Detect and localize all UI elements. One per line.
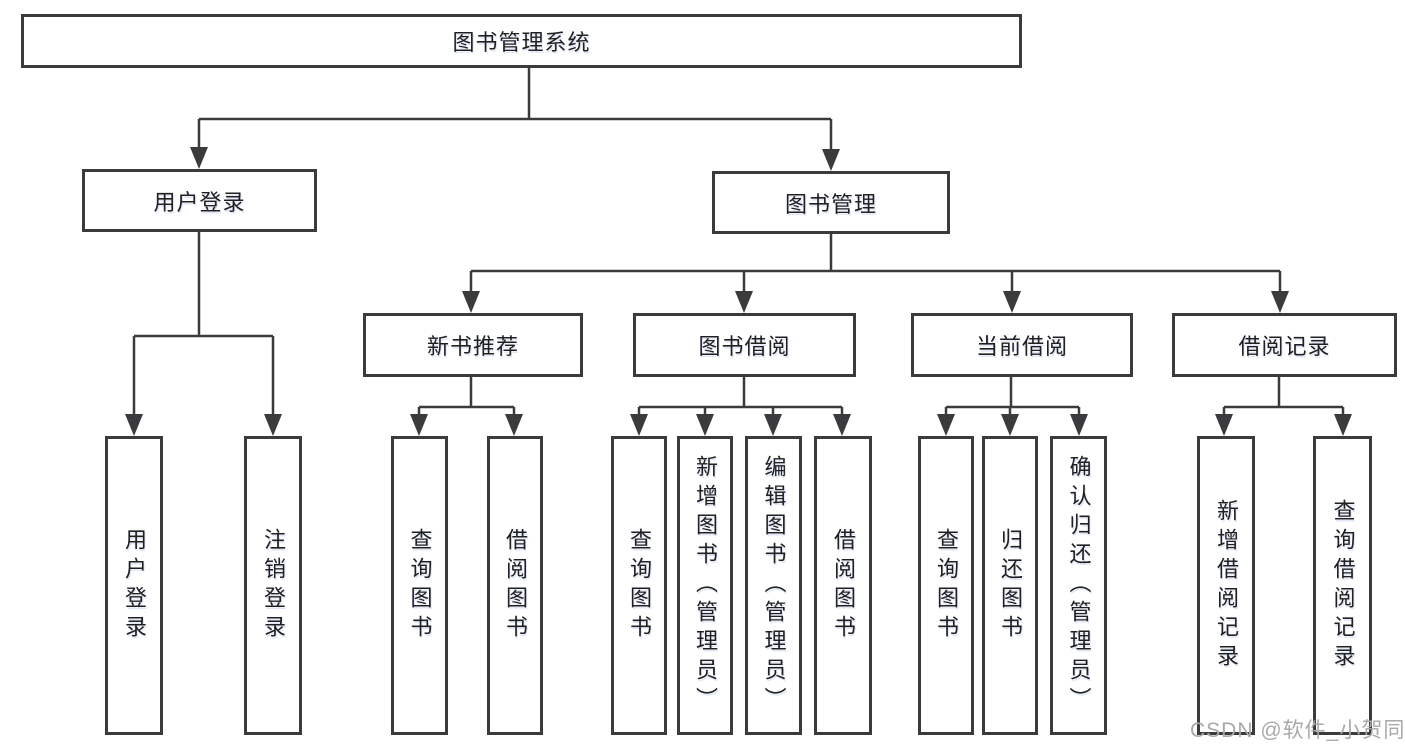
arrowhead	[833, 414, 851, 436]
csdn-watermark: CSDN @软件_小贺同学	[1190, 719, 1405, 742]
arrowhead	[630, 414, 648, 436]
leaf-label: 编辑图书（管理员）	[761, 455, 787, 716]
leaf-borrow-books: 借阅图书	[487, 436, 543, 735]
leaf-query-books: 查询图书	[611, 436, 667, 735]
arrowhead	[1001, 414, 1019, 436]
node-book-borrowing: 图书借阅	[633, 313, 856, 377]
arrowhead	[264, 414, 282, 436]
leaf-return-book: 归还图书	[982, 436, 1038, 735]
node-user-login: 用户登录	[82, 169, 317, 232]
leaf-label: 查询图书	[934, 527, 959, 644]
node-label: 当前借阅	[975, 334, 1068, 359]
arrowhead	[410, 414, 428, 436]
arrowhead	[1215, 414, 1233, 436]
leaf-add-borrow-record: 新增借阅记录	[1197, 436, 1255, 735]
arrowhead	[125, 414, 143, 436]
leaf-label: 查询图书	[407, 527, 433, 644]
arrowhead	[822, 149, 840, 171]
arrowhead	[1334, 414, 1352, 436]
arrowhead	[735, 291, 753, 313]
leaf-user-login: 用户登录	[105, 436, 163, 735]
arrowhead	[462, 291, 480, 313]
arrowhead	[505, 414, 523, 436]
node-library-management-system: 图书管理系统	[21, 14, 1022, 68]
arrowhead	[1003, 291, 1021, 313]
arrowhead	[190, 147, 208, 169]
arrowhead	[1070, 414, 1088, 436]
leaf-label: 借阅图书	[503, 527, 528, 644]
node-new-book-recommendation: 新书推荐	[363, 313, 583, 377]
leaf-query-borrow-record: 查询借阅记录	[1313, 436, 1372, 735]
leaf-label: 用户登录	[122, 527, 147, 644]
node-label: 用户登录	[153, 189, 246, 215]
node-book-management: 图书管理	[712, 171, 950, 234]
leaf-edit-book-admin: 编辑图书（管理员）	[745, 436, 802, 735]
leaf-label: 借阅图书	[831, 527, 856, 644]
leaf-label: 查询图书	[627, 527, 652, 644]
arrowhead	[1271, 291, 1289, 313]
arrowhead	[696, 414, 714, 436]
node-label: 借阅记录	[1238, 334, 1331, 359]
arrowhead	[937, 414, 955, 436]
leaf-label: 归还图书	[998, 527, 1023, 644]
node-label: 图书管理系统	[452, 30, 591, 55]
node-borrowing-records: 借阅记录	[1172, 313, 1397, 377]
leaf-label: 新增借阅记录	[1214, 498, 1239, 673]
node-label: 图书管理	[784, 191, 877, 217]
leaf-label: 查询借阅记录	[1330, 498, 1356, 673]
node-label: 新书推荐	[426, 334, 519, 359]
node-current-borrowing: 当前借阅	[911, 313, 1133, 377]
arrowhead	[764, 414, 782, 436]
leaf-add-book-admin: 新增图书（管理员）	[677, 436, 733, 735]
leaf-label: 注销登录	[261, 527, 286, 644]
node-label: 图书借阅	[698, 334, 791, 359]
leaf-borrow-books: 借阅图书	[814, 436, 872, 735]
leaf-query-books: 查询图书	[918, 436, 974, 735]
leaf-confirm-return-admin: 确认归还（管理员）	[1050, 436, 1107, 735]
leaf-logout: 注销登录	[244, 436, 302, 735]
leaf-label: 确认归还（管理员）	[1066, 455, 1092, 716]
leaf-label: 新增图书（管理员）	[693, 455, 718, 716]
leaf-query-books: 查询图书	[391, 436, 448, 735]
